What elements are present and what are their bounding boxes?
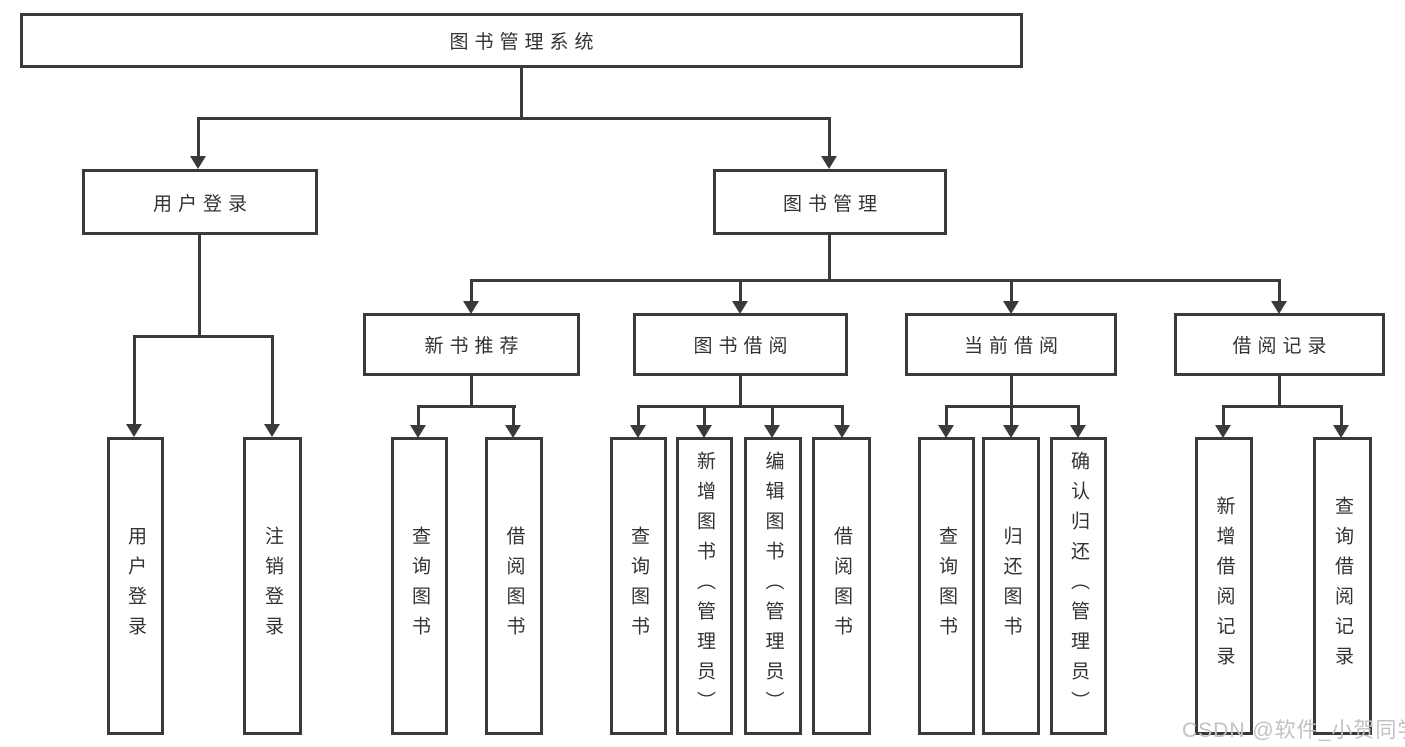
node-new-book-recommend: 新书推荐 — [363, 313, 580, 376]
leaf-edit-book-admin: 编辑图书（管理员） — [744, 437, 802, 735]
connector-vline — [470, 376, 473, 408]
watermark: CSDN @软件_小贺同学 — [1182, 719, 1405, 742]
arrowhead-down — [834, 425, 850, 438]
arrowhead-down — [190, 156, 206, 169]
connector-vline — [1010, 279, 1013, 302]
leaf-add-book-admin: 新增图书（管理员） — [676, 437, 733, 735]
connector-hline — [197, 117, 831, 120]
leaf-add-borrow-record: 新增借阅记录 — [1195, 437, 1253, 735]
connector-vline — [739, 279, 742, 302]
connector-vline — [197, 117, 200, 157]
arrowhead-down — [1003, 425, 1019, 438]
node-book-borrowing: 图书借阅 — [633, 313, 848, 376]
connector-vline — [637, 405, 640, 426]
connector-vline — [1010, 376, 1013, 408]
connector-vline — [841, 405, 844, 426]
connector-vline — [520, 66, 523, 118]
connector-vline — [1278, 279, 1281, 302]
arrowhead-down — [463, 301, 479, 314]
connector-vline — [739, 376, 742, 408]
leaf-user-login: 用户登录 — [107, 437, 164, 735]
connector-vline — [1340, 405, 1343, 426]
arrowhead-down — [1070, 425, 1086, 438]
leaf-borrow-books: 借阅图书 — [812, 437, 871, 735]
leaf-query-books-recommend: 查询图书 — [391, 437, 448, 735]
leaf-logout: 注销登录 — [243, 437, 302, 735]
node-book-management: 图书管理 — [713, 169, 947, 235]
connector-vline — [133, 335, 136, 424]
arrowhead-down — [410, 425, 426, 438]
arrowhead-down — [505, 425, 521, 438]
connector-vline — [271, 335, 274, 424]
arrowhead-down — [126, 424, 142, 437]
connector-vline — [512, 405, 515, 426]
node-user-login: 用户登录 — [82, 169, 318, 235]
connector-vline — [1222, 405, 1225, 426]
node-current-borrowing: 当前借阅 — [905, 313, 1117, 376]
arrowhead-down — [1333, 425, 1349, 438]
arrowhead-down — [630, 425, 646, 438]
connector-vline — [828, 235, 831, 282]
arrowhead-down — [1215, 425, 1231, 438]
leaf-borrow-books-recommend: 借阅图书 — [485, 437, 543, 735]
connector-vline — [1278, 376, 1281, 408]
arrowhead-down — [1271, 301, 1287, 314]
leaf-return-books: 归还图书 — [982, 437, 1040, 735]
connector-vline — [703, 405, 706, 426]
connector-vline — [1077, 405, 1080, 426]
leaf-query-books-current: 查询图书 — [918, 437, 975, 735]
connector-hline — [134, 335, 274, 338]
connector-vline — [945, 405, 948, 426]
arrowhead-down — [1003, 301, 1019, 314]
connector-vline — [417, 405, 420, 426]
arrowhead-down — [732, 301, 748, 314]
leaf-query-borrow-record: 查询借阅记录 — [1313, 437, 1372, 735]
connector-hline — [1222, 405, 1343, 408]
connector-vline — [198, 235, 201, 338]
arrowhead-down — [764, 425, 780, 438]
arrowhead-down — [821, 156, 837, 169]
connector-hline — [470, 279, 1281, 282]
connector-vline — [771, 405, 774, 426]
connector-hline — [637, 405, 844, 408]
leaf-confirm-return-admin: 确认归还（管理员） — [1050, 437, 1107, 735]
node-library-system: 图书管理系统 — [20, 13, 1023, 68]
connector-hline — [418, 405, 516, 408]
node-borrowing-records: 借阅记录 — [1174, 313, 1385, 376]
arrowhead-down — [938, 425, 954, 438]
connector-vline — [1010, 405, 1013, 426]
arrowhead-down — [696, 425, 712, 438]
connector-vline — [470, 279, 473, 302]
leaf-query-books-borrowing: 查询图书 — [610, 437, 667, 735]
connector-vline — [828, 117, 831, 157]
arrowhead-down — [264, 424, 280, 437]
